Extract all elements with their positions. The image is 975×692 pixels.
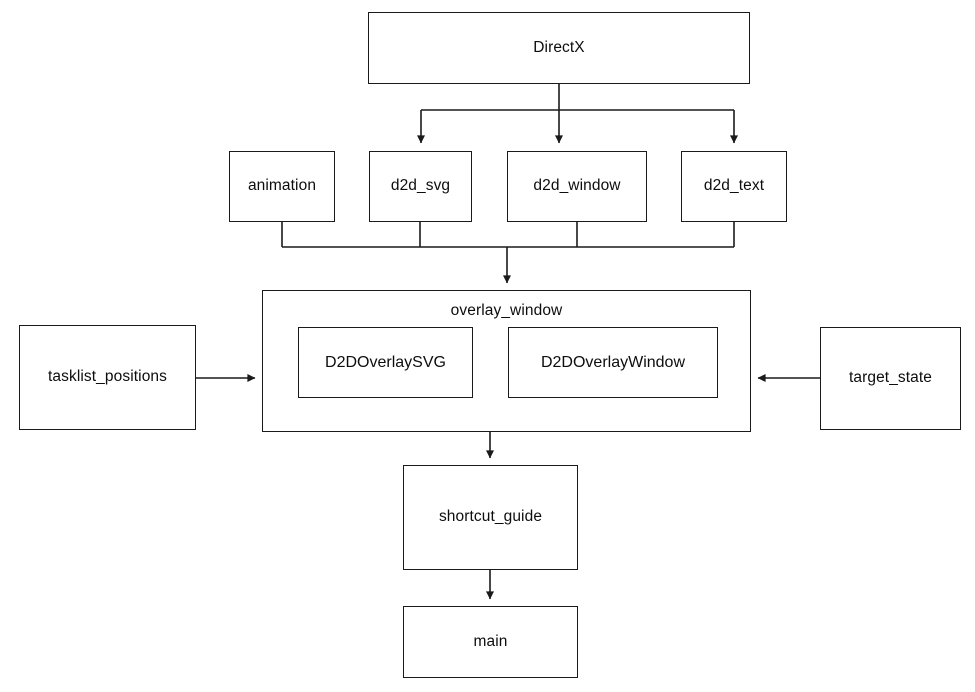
node-target-state-label: target_state — [848, 369, 933, 387]
node-d2doverlaywindow-label: D2DOverlayWindow — [540, 353, 686, 371]
node-animation[interactable]: animation — [229, 151, 335, 222]
node-d2d-window-label: d2d_window — [533, 177, 621, 195]
node-animation-label: animation — [247, 177, 317, 195]
node-d2d-window[interactable]: d2d_window — [507, 151, 647, 222]
node-d2doverlaysvg[interactable]: D2DOverlaySVG — [298, 327, 473, 398]
node-overlay-window-label: overlay_window — [450, 302, 563, 319]
node-directx[interactable]: DirectX — [368, 12, 750, 84]
node-d2d-svg[interactable]: d2d_svg — [369, 151, 472, 222]
node-shortcut-guide-label: shortcut_guide — [438, 508, 543, 526]
node-d2d-text[interactable]: d2d_text — [681, 151, 787, 222]
node-shortcut-guide[interactable]: shortcut_guide — [403, 465, 578, 570]
node-d2doverlaysvg-label: D2DOverlaySVG — [325, 353, 446, 371]
node-tasklist-positions-label: tasklist_positions — [48, 368, 167, 386]
node-d2doverlaywindow[interactable]: D2DOverlayWindow — [508, 327, 718, 398]
node-d2d-text-label: d2d_text — [703, 177, 765, 195]
node-main[interactable]: main — [403, 606, 578, 678]
node-directx-label: DirectX — [533, 38, 585, 56]
node-main-label: main — [473, 632, 508, 650]
node-d2d-svg-label: d2d_svg — [390, 177, 451, 195]
node-target-state[interactable]: target_state — [820, 327, 961, 430]
node-tasklist-positions[interactable]: tasklist_positions — [19, 325, 196, 430]
